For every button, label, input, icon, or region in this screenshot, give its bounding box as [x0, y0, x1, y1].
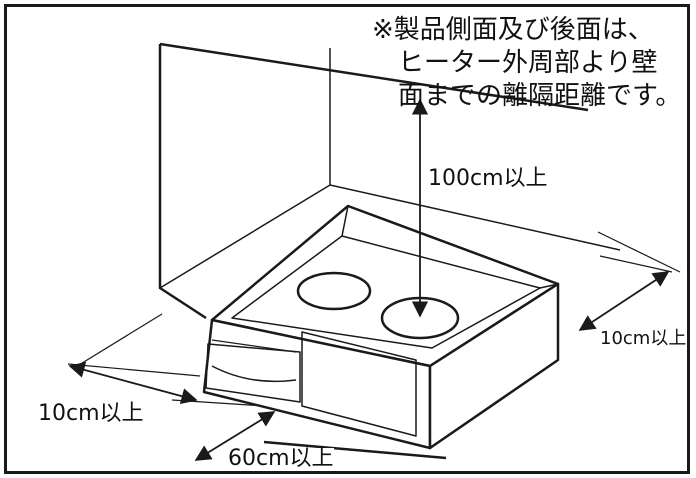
diagram-border — [4, 4, 690, 474]
cooktop — [202, 204, 560, 450]
burner-left — [296, 271, 372, 311]
side-clearance-arrow — [578, 271, 670, 331]
cooktop-side-face — [428, 282, 560, 450]
back-wall — [158, 42, 621, 320]
grill-door — [301, 331, 417, 437]
note-line-3: 面までの離隔距離です。 — [398, 81, 682, 111]
rear-clearance-arrow — [68, 361, 198, 405]
control-panel — [205, 343, 301, 403]
note-line-2: ヒーター外周部より壁 — [398, 48, 658, 78]
rear-clearance-label: 10cm以上 — [38, 401, 144, 426]
dimension-arrows — [68, 98, 670, 461]
note-line-1: ※製品側面及び後面は、 — [372, 15, 654, 45]
clearance-note: ※製品側面及び後面は、 ヒーター外周部より壁 面までの離隔距離です。 — [372, 14, 696, 113]
side-clearance-label: 10cm以上 — [600, 328, 687, 349]
front-clearance-arrow — [194, 411, 276, 461]
front-clearance-label: 60cm以上 — [228, 446, 334, 471]
glass-plate — [231, 235, 541, 349]
top-clearance-label: 100cm以上 — [428, 166, 548, 191]
